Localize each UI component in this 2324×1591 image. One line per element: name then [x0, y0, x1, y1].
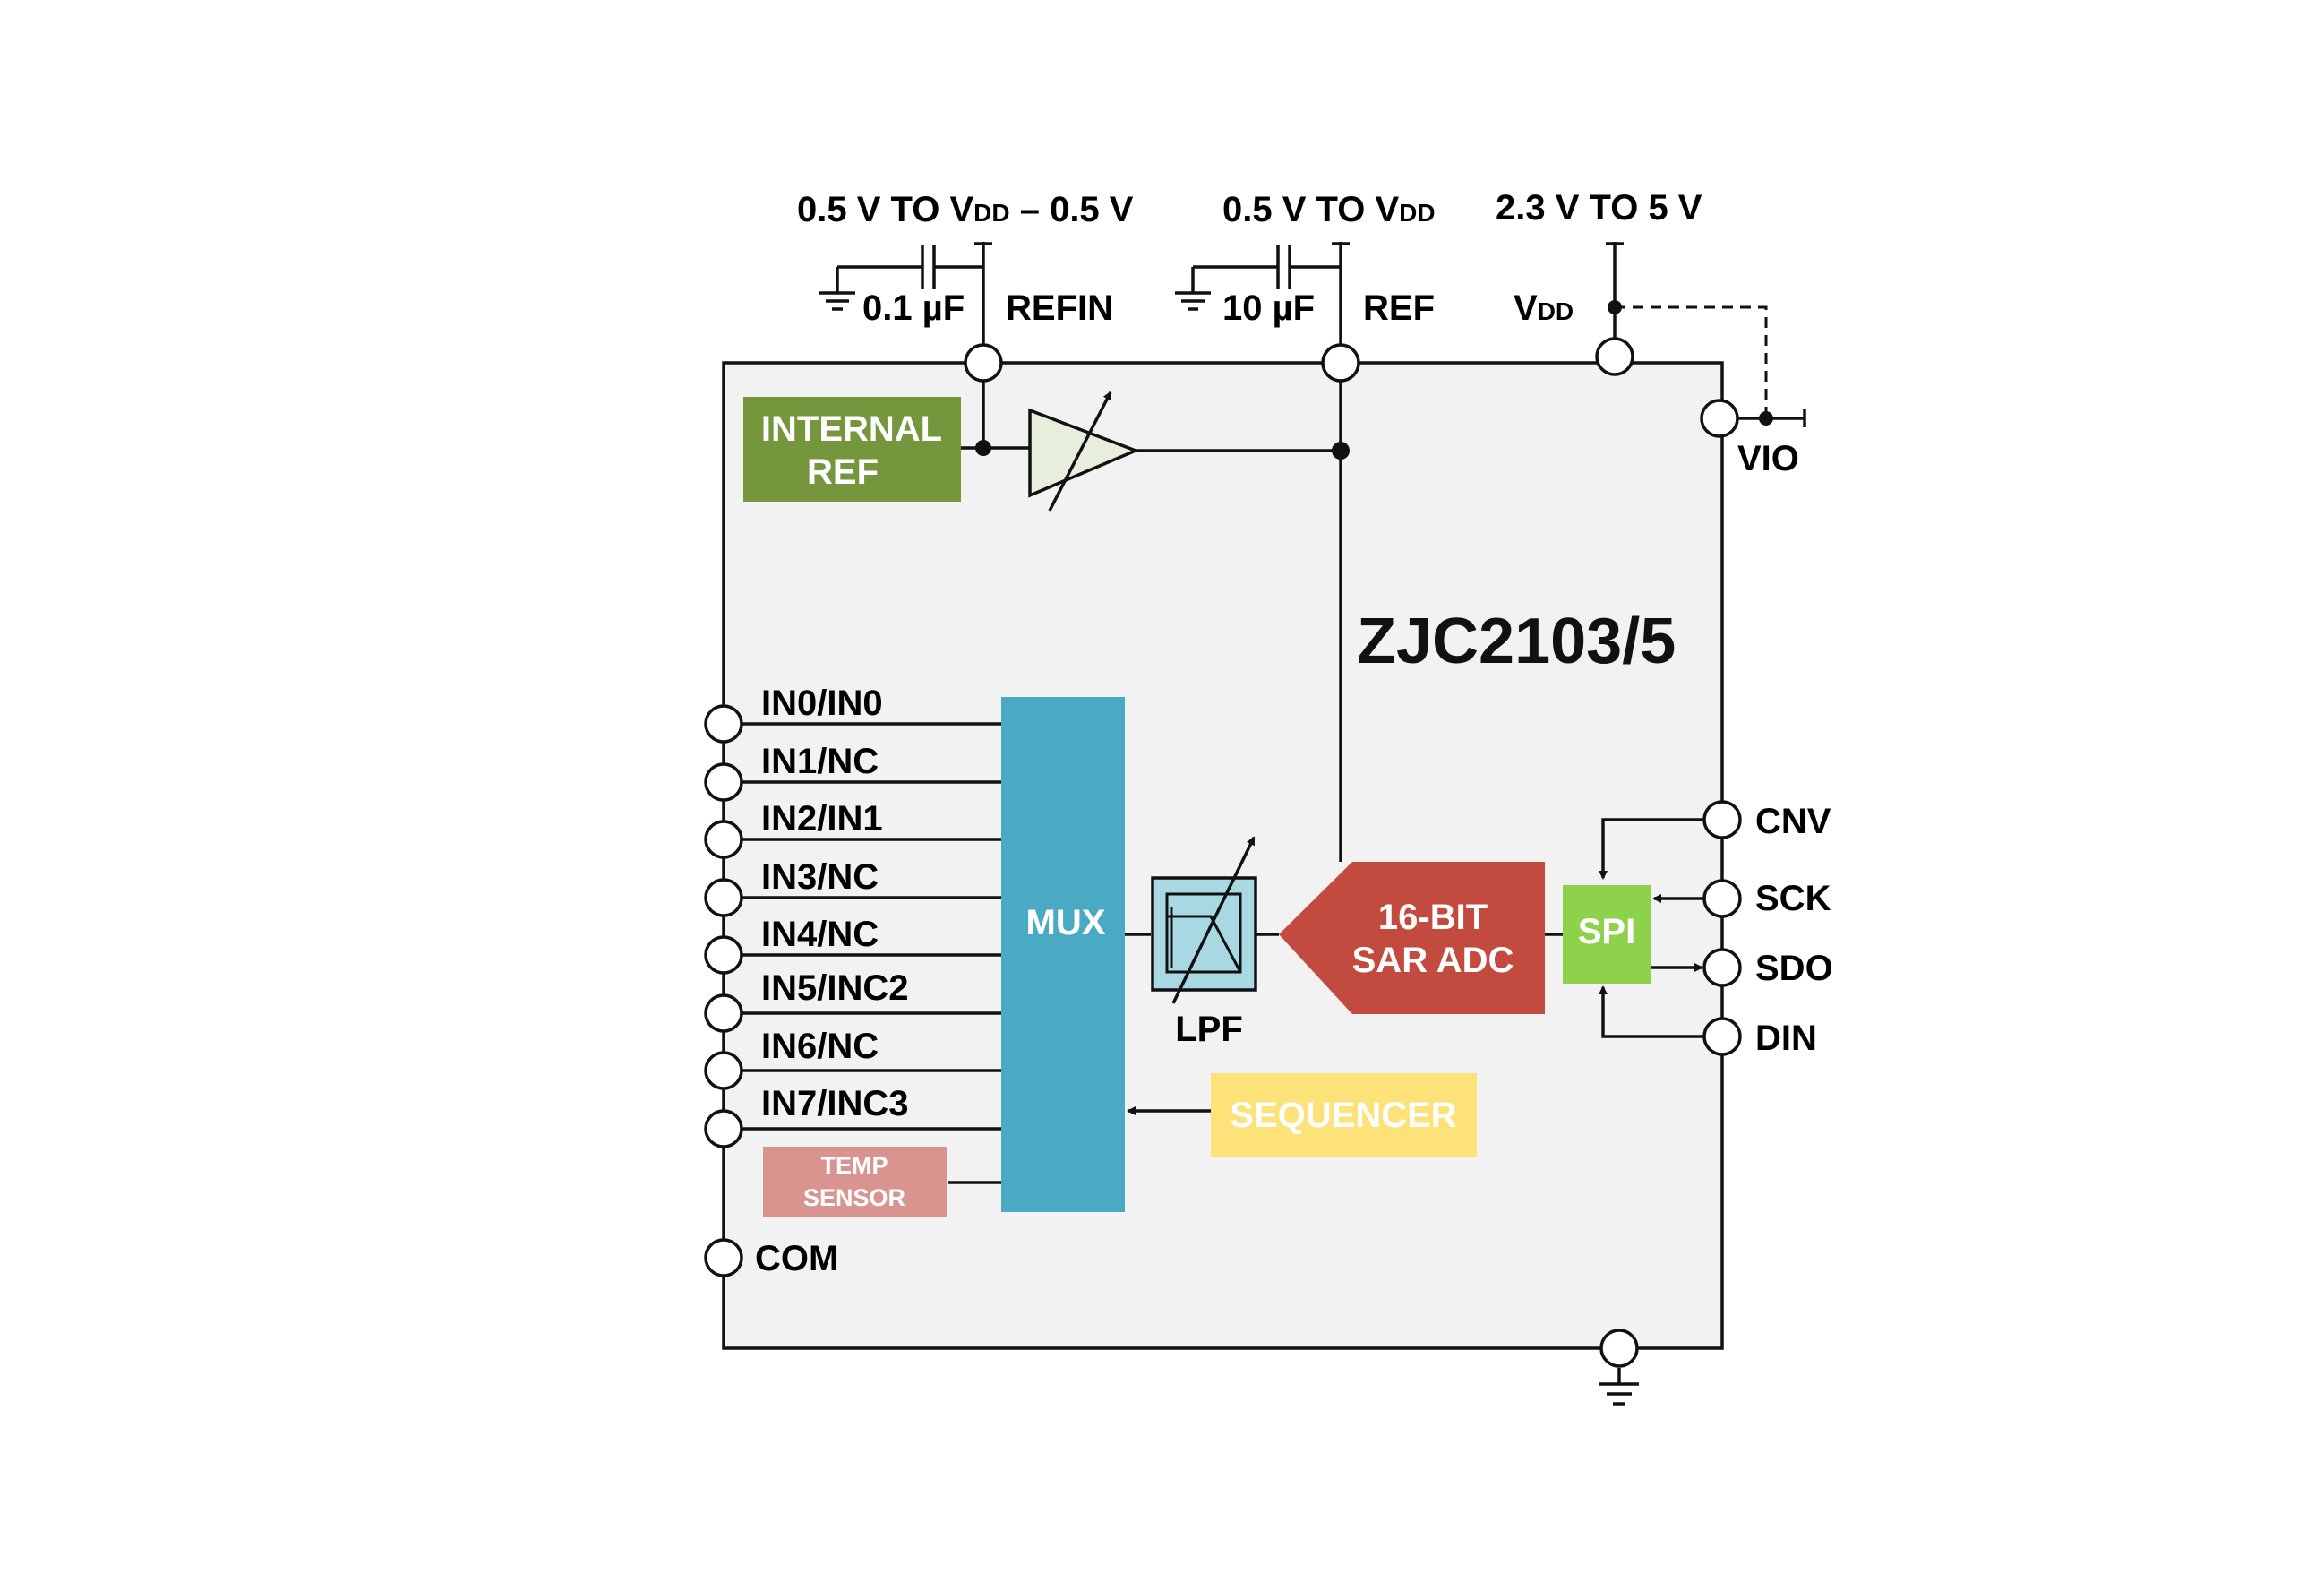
digital-wiring — [1599, 818, 1705, 1038]
pin-com — [704, 1238, 743, 1277]
refin-capacitor-label: 0.1 µF — [862, 288, 965, 328]
lpf-block — [1151, 836, 1257, 1004]
ref-pin-label: REF — [1363, 288, 1435, 328]
input-label-in7: IN7/INC3 — [761, 1084, 909, 1123]
input-label-in3: IN3/NC — [761, 857, 879, 897]
temp-sensor-label-line2: SENSOR — [803, 1184, 905, 1211]
chip-name: ZJC2103/5 — [1357, 606, 1676, 677]
vdd-pin-label: VDD — [1514, 288, 1574, 328]
spi-label: SPI — [1578, 912, 1635, 951]
pin-refin — [964, 343, 1003, 383]
internal-ref-block — [743, 397, 961, 502]
spi-block — [1563, 885, 1651, 984]
temp-sensor-block — [763, 1147, 947, 1217]
pin-vdd — [1595, 337, 1634, 376]
vdd-connection — [1606, 242, 1806, 427]
input-label-in5: IN5/INC2 — [761, 968, 909, 1008]
pin-in4 — [704, 935, 743, 975]
sequencer-block — [1211, 1073, 1477, 1157]
input-wiring — [724, 722, 1001, 1184]
ref-range-label: 0.5 V TO VDD — [1222, 190, 1436, 229]
internal-ref-label-line1: INTERNAL — [761, 409, 942, 449]
pin-in1 — [704, 762, 743, 802]
sdo-pin-label: SDO — [1755, 949, 1833, 988]
pin-sck — [1702, 879, 1742, 918]
internal-ref-label-line2: REF — [807, 452, 879, 492]
refin-capacitor-network — [819, 242, 992, 345]
pin-in2 — [704, 820, 743, 859]
pin-vio — [1700, 399, 1739, 438]
lpf-label: LPF — [1175, 1010, 1243, 1049]
ref-capacitor-label: 10 µF — [1222, 288, 1315, 328]
pin-in7 — [704, 1109, 743, 1148]
vdd-range-label: 2.3 V TO 5 V — [1496, 188, 1702, 228]
input-label-in0: IN0/IN0 — [761, 684, 883, 723]
pin-in5 — [704, 993, 743, 1033]
reference-wiring — [956, 381, 1350, 862]
pin-din — [1702, 1017, 1742, 1056]
input-label-in1: IN1/NC — [761, 742, 879, 781]
ground-symbol — [1599, 1368, 1639, 1406]
adc-label-line1: 16-BIT — [1378, 898, 1488, 937]
vio-pin-label: VIO — [1737, 439, 1799, 478]
pin-in3 — [704, 878, 743, 917]
mux-label: MUX — [1026, 903, 1106, 942]
pin-sdo — [1702, 948, 1742, 987]
pin-gnd — [1599, 1329, 1639, 1368]
refin-pin-label: REFIN — [1006, 288, 1113, 328]
pin-in0 — [704, 704, 743, 744]
pin-in6 — [704, 1051, 743, 1090]
din-pin-label: DIN — [1755, 1019, 1817, 1058]
reference-buffer — [1028, 391, 1140, 512]
sck-pin-label: SCK — [1755, 879, 1831, 918]
ref-capacitor-network — [1175, 242, 1350, 345]
sequencer-label: SEQUENCER — [1230, 1096, 1456, 1135]
pin-ref — [1321, 343, 1360, 383]
adc-block — [1279, 862, 1545, 1014]
temp-sensor-label-line1: TEMP — [820, 1152, 888, 1179]
pin-cnv — [1702, 800, 1742, 839]
input-label-in6: IN6/NC — [761, 1027, 879, 1066]
refin-range-label: 0.5 V TO VDD – 0.5 V — [797, 190, 1134, 229]
cnv-pin-label: CNV — [1755, 802, 1831, 841]
input-label-in2: IN2/IN1 — [761, 799, 883, 838]
mux-block — [1001, 697, 1125, 1212]
input-label-in4: IN4/NC — [761, 915, 879, 954]
adc-label-line2: SAR ADC — [1352, 941, 1514, 980]
com-pin-label: COM — [755, 1239, 838, 1278]
